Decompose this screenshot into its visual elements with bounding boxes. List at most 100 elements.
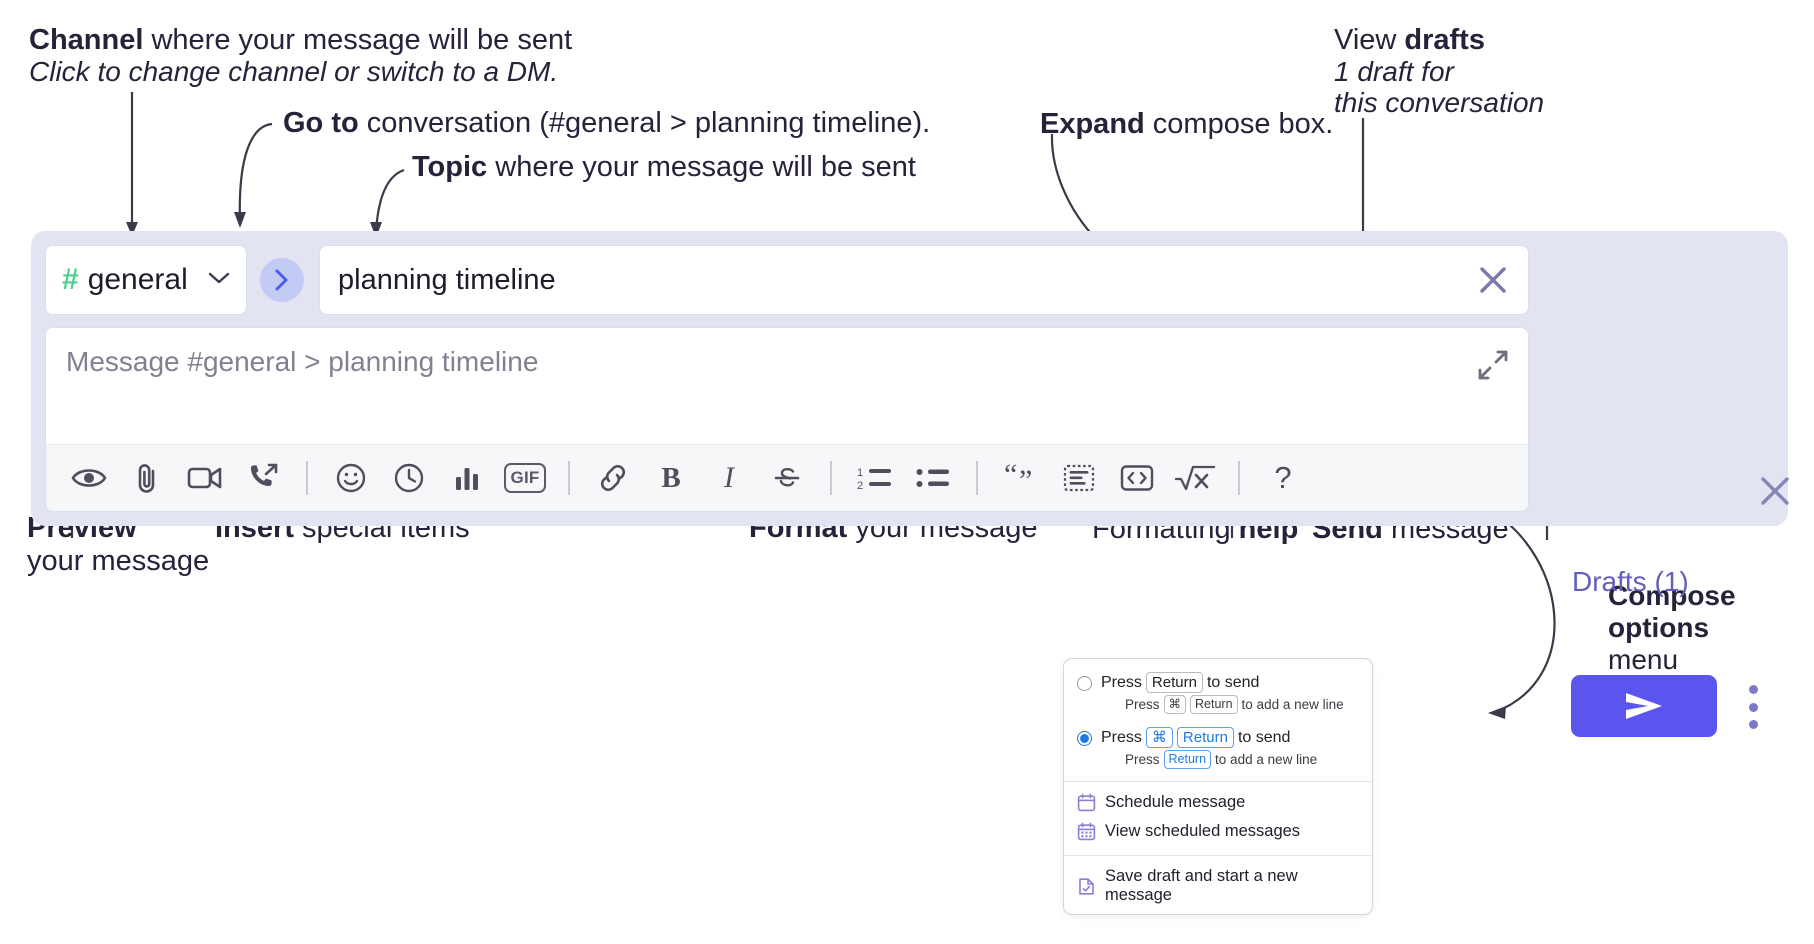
toolbar-divider: [568, 461, 570, 495]
annotation-preview-rest: your message: [27, 545, 210, 577]
compose-options-dropdown: Press Return to send Press ⌘ Return to a…: [1063, 658, 1373, 915]
annotation-goto-rest: conversation (#general > planning timeli…: [358, 107, 931, 139]
emoji-icon[interactable]: [322, 450, 380, 506]
toolbar-divider: [976, 461, 978, 495]
toolbar-divider: [1238, 461, 1240, 495]
option-post: to send: [1237, 728, 1291, 746]
key-command: ⌘: [1163, 695, 1187, 714]
annotation-channel: Channel where your message will be sent: [29, 22, 572, 59]
compose-inner: # general planning timeline M: [45, 245, 1529, 512]
annotation-topic: Topic where your message will be sent: [412, 149, 916, 186]
preview-icon[interactable]: [60, 450, 118, 506]
bar-chart-icon[interactable]: [438, 450, 496, 506]
annotation-channel-sub: Click to change channel or switch to a D…: [29, 54, 558, 89]
menu-item-save-draft[interactable]: Save draft and start a new message: [1064, 862, 1372, 910]
help-icon[interactable]: ?: [1254, 450, 1312, 506]
annotation-drafts-prefix: View: [1334, 24, 1405, 56]
expand-icon[interactable]: [1476, 348, 1510, 382]
sub-post: to add a new line: [1215, 752, 1318, 767]
topic-value: planning timeline: [338, 263, 556, 296]
blockquote-icon[interactable]: “ ”: [992, 450, 1050, 506]
annotation-goto: Go to conversation (#general > planning …: [283, 105, 930, 142]
annotation-channel-bold: Channel: [29, 24, 144, 56]
compose-options-menu-button[interactable]: [1740, 685, 1766, 729]
close-icon[interactable]: [1758, 474, 1792, 513]
annotation-compose-rest: menu: [1608, 644, 1679, 675]
topic-input[interactable]: planning timeline: [319, 245, 1529, 315]
svg-text:2: 2: [857, 480, 863, 492]
bulleted-list-icon[interactable]: [904, 450, 962, 506]
menu-item-view-scheduled-messages[interactable]: View scheduled messages: [1064, 817, 1372, 846]
code-block-icon[interactable]: [1050, 450, 1108, 506]
annotation-drafts-sub2: this conversation: [1334, 85, 1544, 120]
code-icon[interactable]: [1108, 450, 1166, 506]
annotation-topic-bold: Topic: [412, 151, 488, 183]
option-sub: Press ⌘ Return to add a new line: [1101, 695, 1344, 714]
bold-icon[interactable]: B: [642, 450, 700, 506]
annotation-drafts-italic1: 1 draft for: [1334, 56, 1454, 87]
annotation-compose-options-1: Compose: [1608, 578, 1736, 613]
channel-selector-button[interactable]: # general: [45, 245, 247, 315]
strikethrough-icon[interactable]: [758, 450, 816, 506]
svg-text:1: 1: [857, 467, 863, 479]
phone-arrow-icon[interactable]: [234, 450, 292, 506]
annotation-drafts-bold: drafts: [1404, 24, 1485, 56]
menu-item-label: Schedule message: [1105, 793, 1246, 811]
bold-label: B: [661, 461, 681, 494]
video-camera-icon[interactable]: [176, 450, 234, 506]
kebab-dot: [1748, 720, 1758, 729]
go-to-conversation-button[interactable]: [260, 258, 304, 302]
send-button[interactable]: [1571, 675, 1717, 737]
menu-option-cmd-return-to-send[interactable]: Press ⌘ Return to send Press Return to a…: [1064, 724, 1372, 772]
gif-icon[interactable]: GIF: [496, 450, 554, 506]
compose-header-row: # general planning timeline: [45, 245, 1529, 315]
annotation-preview-sub: your message: [27, 543, 209, 580]
toolbar-divider: [306, 461, 308, 495]
svg-text:“: “: [1004, 458, 1017, 491]
annotation-drafts-sub1: 1 draft for: [1334, 54, 1454, 89]
menu-divider: [1064, 781, 1372, 782]
annotation-expand: Expand compose box.: [1040, 106, 1333, 143]
annotation-goto-bold: Go to: [283, 107, 359, 139]
sub-post: to add a new line: [1241, 697, 1344, 712]
annotation-expand-rest: compose box.: [1144, 108, 1334, 140]
clock-icon[interactable]: [380, 450, 438, 506]
kebab-dot: [1748, 685, 1758, 694]
ordered-list-icon[interactable]: 1 2: [846, 450, 904, 506]
italic-label: I: [724, 461, 734, 494]
compose-widget: Drafts (1) # general planni: [31, 231, 1789, 737]
annotation-drafts: View drafts: [1334, 22, 1485, 59]
option-post: to send: [1206, 673, 1260, 691]
key-return: Return: [1145, 672, 1203, 693]
svg-text:”: ”: [1019, 464, 1032, 497]
menu-item-label: Save draft and start a new message: [1105, 867, 1298, 904]
message-input-box[interactable]: Message #general > planning timeline: [45, 327, 1529, 512]
math-icon[interactable]: [1166, 450, 1224, 506]
menu-option-return-to-send[interactable]: Press Return to send Press ⌘ Return to a…: [1064, 669, 1372, 717]
help-label: ?: [1274, 460, 1292, 495]
menu-item-schedule-message[interactable]: Schedule message: [1064, 788, 1372, 817]
hash-icon: #: [62, 263, 79, 296]
annotation-compose-bold1: Compose: [1608, 580, 1736, 611]
send-icon: [1626, 693, 1662, 719]
option-line: Press ⌘ Return to send: [1101, 727, 1317, 748]
annotation-channel-rest: where your message will be sent: [143, 24, 573, 56]
key-return: Return: [1190, 695, 1238, 714]
key-command: ⌘: [1145, 727, 1173, 748]
annotation-expand-bold: Expand: [1040, 108, 1145, 140]
key-return: Return: [1163, 750, 1212, 769]
kebab-dot: [1748, 702, 1758, 712]
link-icon[interactable]: [584, 450, 642, 506]
italic-icon[interactable]: I: [700, 450, 758, 506]
radio-cmd-return-to-send[interactable]: [1077, 731, 1092, 746]
annotation-compose-bold2: options: [1608, 612, 1710, 643]
annotation-drafts-italic2: this conversation: [1334, 87, 1545, 118]
gif-label: GIF: [503, 463, 547, 493]
radio-return-to-send[interactable]: [1077, 676, 1092, 691]
save-draft-icon: [1079, 877, 1094, 895]
calendar-grid-icon: [1077, 822, 1096, 841]
drafts-link[interactable]: Drafts (1): [1572, 566, 1689, 597]
attachment-icon[interactable]: [118, 450, 176, 506]
clear-topic-icon[interactable]: [1476, 263, 1510, 297]
chevron-right-icon: [275, 269, 288, 291]
